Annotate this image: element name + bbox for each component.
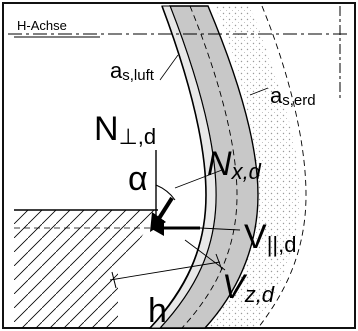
h-tick-left: [111, 271, 117, 289]
h-dimension-line: [109, 261, 221, 281]
horizontal-arrowhead: [150, 220, 164, 236]
alpha-label: α: [128, 160, 148, 198]
h-label: h: [148, 292, 167, 330]
v-parallel-label: V||,d: [244, 218, 296, 257]
as-luft-leader: [159, 54, 179, 81]
v-par-leader-line: [199, 227, 241, 231]
tunnel-interior-edge: [149, 5, 207, 329]
vz-dimension-line: [184, 239, 226, 271]
as-erd-leader: [249, 87, 269, 96]
outer-dashed-line: [257, 5, 307, 329]
resultant-force-arrow: [156, 196, 174, 222]
nx-label: Nx,d: [207, 145, 262, 184]
as-erd-label: as,erd: [270, 83, 316, 109]
alpha-angle-arc: [155, 184, 176, 201]
hatched-region: [14, 210, 155, 328]
soil-zone: [200, 6, 300, 328]
as-luft-label: as,luft: [110, 58, 155, 84]
nx-dimension-line: [174, 169, 223, 189]
h-axis-label: H-Achse: [17, 18, 67, 33]
n-perp-label: N⊥,d: [94, 110, 156, 149]
h-tick-right: [215, 253, 223, 271]
ring-centerline-dashed: [181, 5, 238, 329]
vz-label: Vz,d: [222, 268, 275, 307]
